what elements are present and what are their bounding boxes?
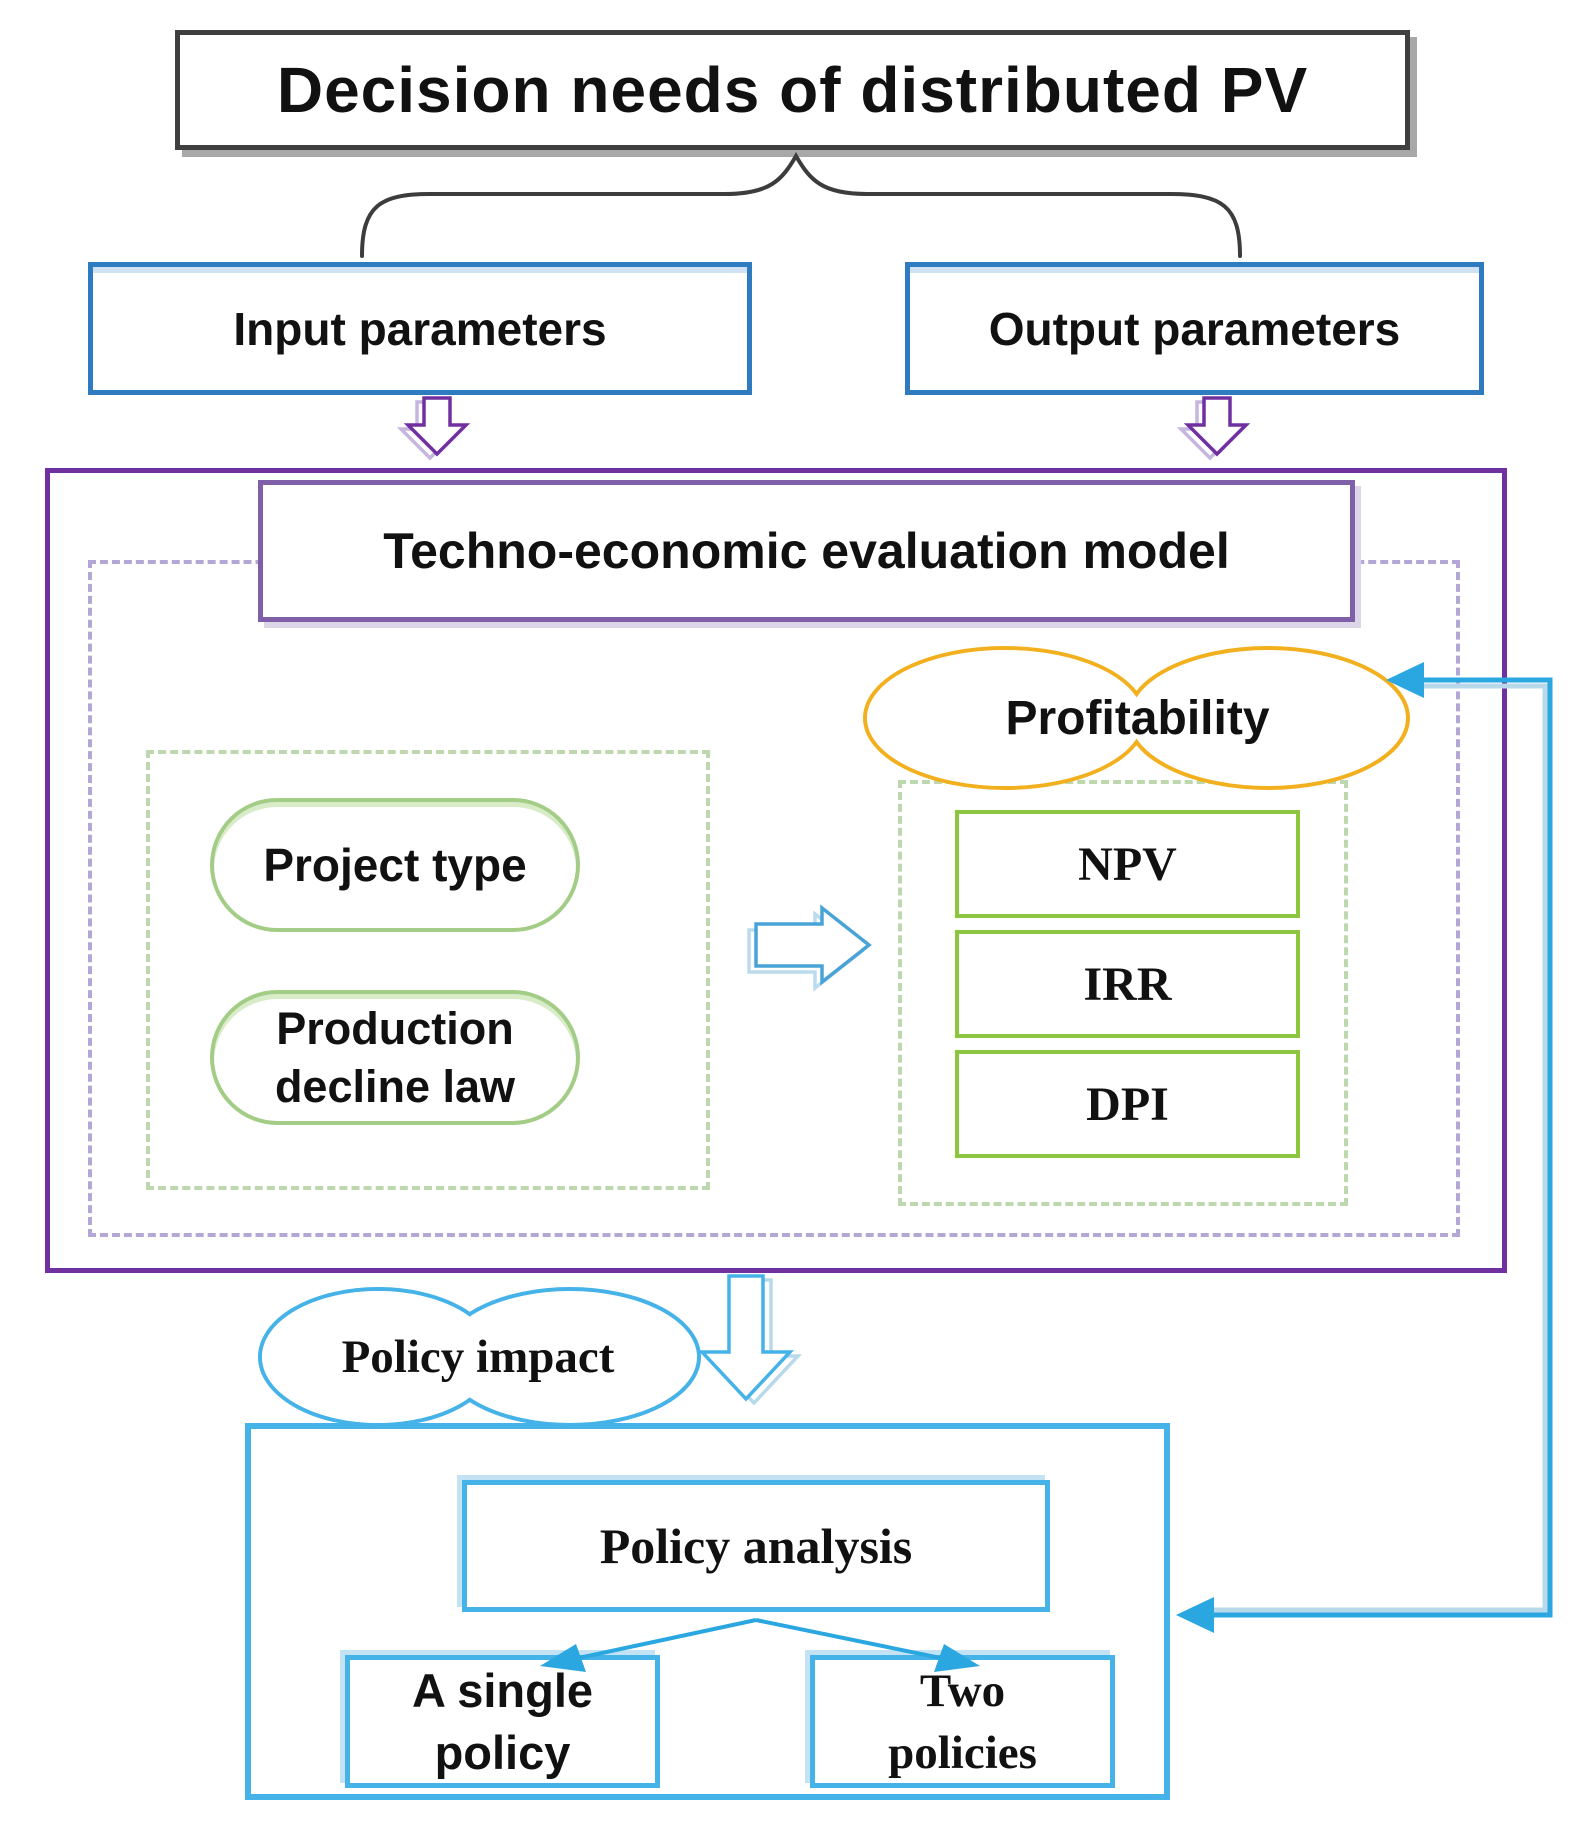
production-decline-pill: Production decline law [210, 990, 580, 1125]
model-title-label: Techno-economic evaluation model [383, 523, 1230, 579]
project-type-label: Project type [263, 839, 527, 891]
two-policies-line1: Two [919, 1664, 1006, 1717]
inputs-dashed-group [146, 750, 710, 1190]
input-parameters-box: Input parameters [88, 262, 752, 395]
output-down-arrow-icon [1176, 396, 1251, 461]
npv-label: NPV [1078, 837, 1177, 891]
two-policies-box: Two policies [810, 1655, 1115, 1788]
decision-needs-title-box: Decision needs of distributed PV [175, 30, 1410, 150]
output-parameters-label: Output parameters [988, 302, 1401, 355]
single-policy-line1: A single [411, 1663, 594, 1717]
model-title-box: Techno-economic evaluation model [258, 480, 1355, 622]
irr-box: IRR [955, 930, 1300, 1038]
npv-box: NPV [955, 810, 1300, 918]
profitability-label: Profitability [1005, 691, 1270, 745]
output-parameters-box: Output parameters [905, 262, 1484, 395]
single-policy-box: A single policy [345, 1655, 660, 1788]
policy-section-box [245, 1423, 1170, 1800]
project-type-pill: Project type [210, 798, 580, 932]
brace-icon [360, 152, 1242, 258]
dpi-box: DPI [955, 1050, 1300, 1158]
model-down-arrow-icon [697, 1274, 803, 1406]
production-decline-line1: Production [276, 1002, 514, 1054]
policy-analysis-box: Policy analysis [462, 1480, 1050, 1612]
policy-impact-label: Policy impact [341, 1331, 615, 1383]
production-decline-line2: decline law [274, 1060, 516, 1112]
policy-impact-label-wrap: Policy impact [268, 1320, 688, 1394]
two-policies-line2: policies [888, 1726, 1037, 1779]
single-policy-line2: policy [434, 1725, 571, 1779]
profitability-label-wrap: Profitability [880, 680, 1395, 756]
dpi-label: DPI [1086, 1077, 1169, 1131]
decision-needs-title: Decision needs of distributed PV [276, 54, 1309, 126]
feedback-arrowhead-policy [1176, 1597, 1214, 1633]
policy-analysis-label: Policy analysis [599, 1518, 913, 1574]
input-parameters-label: Input parameters [233, 302, 607, 355]
input-down-arrow-icon [396, 396, 471, 461]
irr-label: IRR [1083, 957, 1172, 1011]
